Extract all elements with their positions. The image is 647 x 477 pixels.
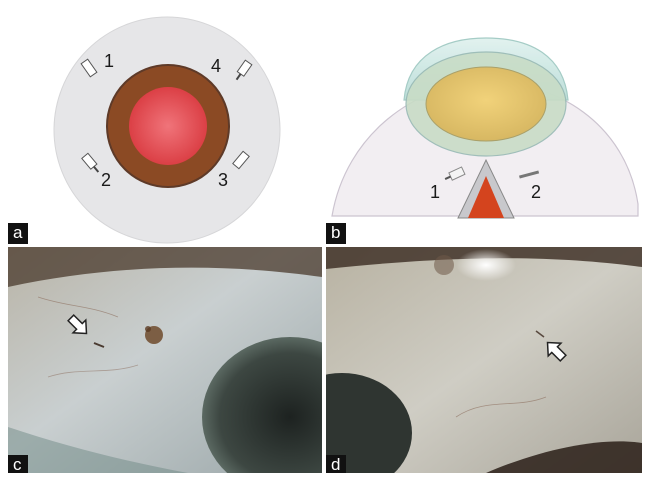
panel-c: c bbox=[8, 247, 322, 473]
site-number-3: 3 bbox=[218, 170, 228, 190]
site-number-1: 1 bbox=[430, 182, 440, 202]
pigment-spot-small bbox=[145, 326, 151, 332]
panel-label-c: c bbox=[8, 455, 28, 473]
light-reflection bbox=[456, 249, 516, 281]
site-number-1: 1 bbox=[104, 51, 114, 71]
sclera-photo-c bbox=[8, 247, 322, 473]
eye-lateral-diagram: 1 2 bbox=[326, 4, 642, 244]
site-number-4: 4 bbox=[211, 56, 221, 76]
lens-core bbox=[426, 67, 546, 141]
site-number-2: 2 bbox=[101, 170, 111, 190]
pupil bbox=[129, 87, 207, 165]
panel-b: 1 2 b bbox=[326, 4, 642, 244]
pigment-spot bbox=[434, 255, 454, 275]
panel-label-d: d bbox=[326, 455, 346, 473]
sclera-photo-d bbox=[326, 247, 642, 473]
panel-a: 1 4 2 3 a bbox=[8, 4, 322, 244]
panel-d: d bbox=[326, 247, 642, 473]
eye-frontal-diagram: 1 4 2 3 bbox=[8, 4, 322, 244]
site-number-2: 2 bbox=[531, 182, 541, 202]
panel-label-a: a bbox=[8, 223, 28, 244]
panel-label-b: b bbox=[326, 223, 346, 244]
